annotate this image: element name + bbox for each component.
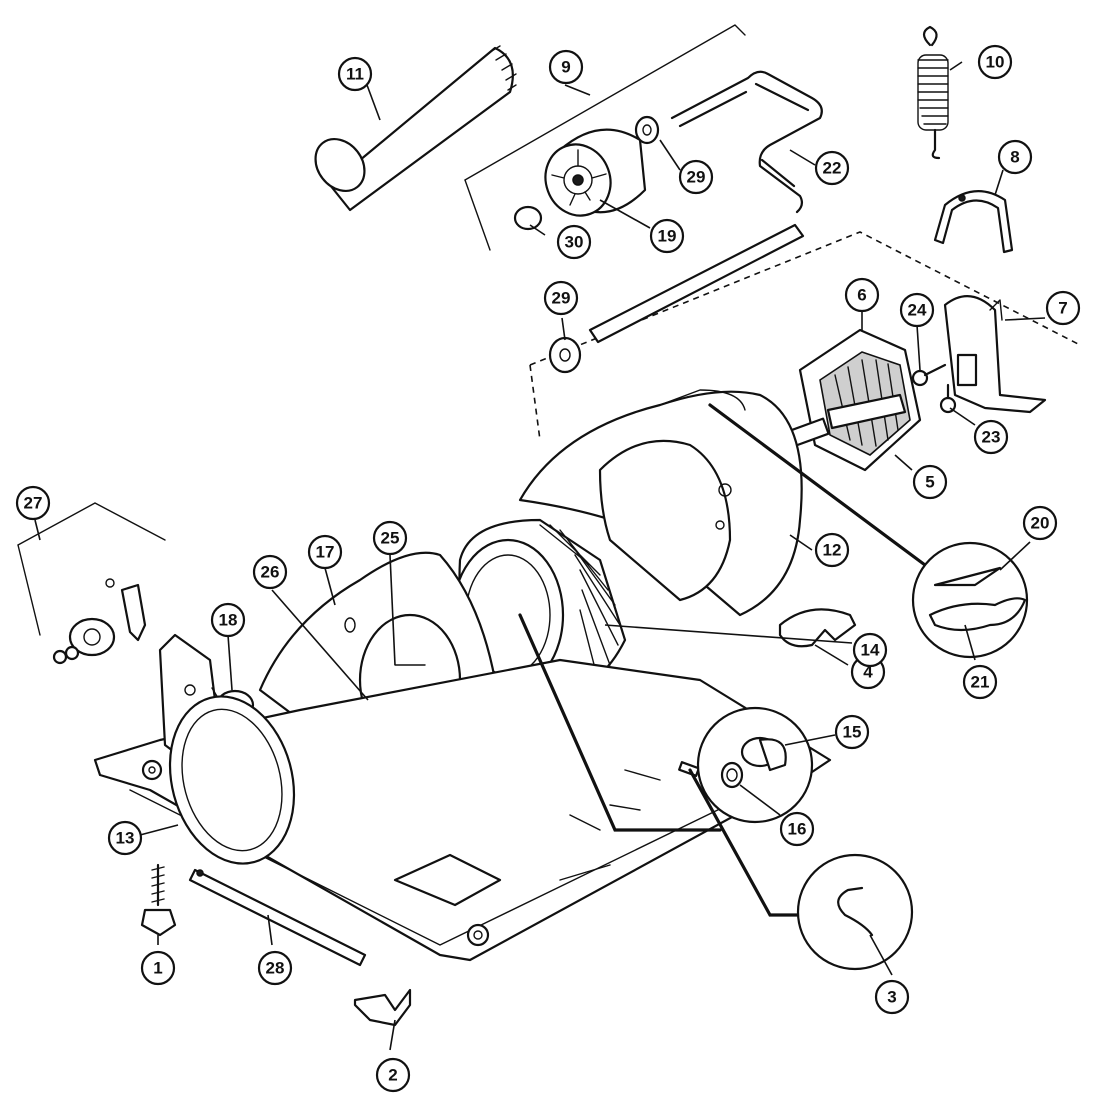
svg-text:2: 2: [388, 1066, 397, 1085]
callout-29-upper: 29: [678, 159, 714, 195]
callout-15: 15: [834, 714, 870, 750]
svg-text:12: 12: [823, 541, 842, 560]
part-27-sensor-assembly: [52, 578, 147, 665]
callout-13: 13: [107, 820, 143, 856]
svg-text:11: 11: [346, 65, 364, 84]
svg-text:15: 15: [843, 723, 862, 742]
svg-text:9: 9: [561, 58, 570, 77]
group-bracket-9: [464, 24, 746, 251]
svg-text:28: 28: [266, 959, 285, 978]
svg-text:29: 29: [552, 289, 571, 308]
callout-8: 8: [997, 139, 1033, 175]
svg-text:6: 6: [857, 286, 866, 305]
callout-20: 20: [1022, 505, 1058, 541]
callout-5: 5: [912, 464, 948, 500]
callout-2: 2: [375, 1057, 411, 1093]
callout-17: 17: [307, 534, 343, 570]
callout-1: 1: [140, 950, 176, 986]
svg-text:22: 22: [823, 159, 842, 178]
svg-text:24: 24: [908, 301, 927, 320]
callout-arrows: [34, 61, 1046, 1051]
callout-23: 23: [973, 419, 1009, 455]
svg-text:3: 3: [887, 988, 896, 1007]
callout-19: 19: [649, 218, 685, 254]
svg-text:26: 26: [261, 563, 280, 582]
callout-21: 21: [962, 664, 998, 700]
svg-text:16: 16: [788, 820, 807, 839]
callout-9: 9: [548, 49, 584, 85]
svg-text:8: 8: [1010, 148, 1019, 167]
callout-7: 7: [1045, 290, 1081, 326]
callout-24: 24: [899, 292, 935, 328]
part-4-cover: [778, 608, 857, 648]
callout-30: 30: [556, 224, 592, 260]
part-5-6-motor: [784, 328, 922, 472]
svg-text:19: 19: [658, 227, 677, 246]
callout-27: 27: [15, 485, 51, 521]
part-24-screw: [911, 363, 947, 387]
callout-11: 11: [337, 56, 373, 92]
callout-22: 22: [814, 150, 850, 186]
part-8-motor-strap: [933, 190, 1014, 254]
svg-text:1: 1: [153, 959, 162, 978]
callout-26: 26: [252, 554, 288, 590]
part-2-clip: [353, 988, 412, 1027]
svg-text:27: 27: [24, 494, 43, 513]
belt-leader: [518, 403, 927, 917]
part-19-roller-wheel: [544, 128, 647, 217]
callout-6: 6: [844, 277, 880, 313]
callout-12: 12: [814, 532, 850, 568]
svg-text:18: 18: [219, 611, 238, 630]
callout-25: 25: [372, 520, 408, 556]
part-7-motor-bracket: [943, 295, 1047, 414]
part-29-washer-upper: [634, 115, 660, 145]
callout-3: 3: [874, 979, 910, 1015]
svg-text:25: 25: [381, 529, 400, 548]
callout-16: 16: [779, 811, 815, 847]
svg-text:4: 4: [863, 663, 873, 682]
svg-text:20: 20: [1031, 514, 1050, 533]
part-13-seal-ring: [168, 695, 296, 865]
svg-text:30: 30: [565, 233, 584, 252]
callout-29-lower: 29: [543, 280, 579, 316]
part-29-shaft: [548, 223, 805, 374]
svg-text:13: 13: [116, 829, 135, 848]
svg-text:29: 29: [687, 168, 706, 187]
part-28-strip: [188, 868, 367, 967]
part-23-bolt: [939, 383, 957, 414]
part-10-spring: [917, 25, 949, 160]
part-22-bent-rod: [670, 70, 823, 214]
detail-circle-20-21: [911, 541, 1029, 659]
svg-text:17: 17: [316, 543, 335, 562]
svg-text:14: 14: [861, 641, 880, 660]
dashed-motor-group-outline: [529, 231, 1081, 441]
callout-28: 28: [257, 950, 293, 986]
svg-text:5: 5: [925, 473, 934, 492]
svg-text:10: 10: [986, 53, 1005, 72]
svg-text:23: 23: [982, 428, 1001, 447]
part-30-cap: [513, 205, 543, 231]
callout-18: 18: [210, 602, 246, 638]
svg-text:21: 21: [971, 673, 990, 692]
detail-circle-3: [796, 853, 914, 971]
part-11-tube: [314, 45, 517, 212]
callout-10: 10: [977, 44, 1013, 80]
part-1-leveling-leg: [140, 863, 177, 937]
svg-text:7: 7: [1058, 299, 1067, 318]
group-bracket-27: [17, 502, 166, 636]
part-12-blower-housing: [518, 389, 803, 617]
detail-circle-15-16: [696, 706, 814, 824]
callout-14: 14: [852, 632, 888, 668]
